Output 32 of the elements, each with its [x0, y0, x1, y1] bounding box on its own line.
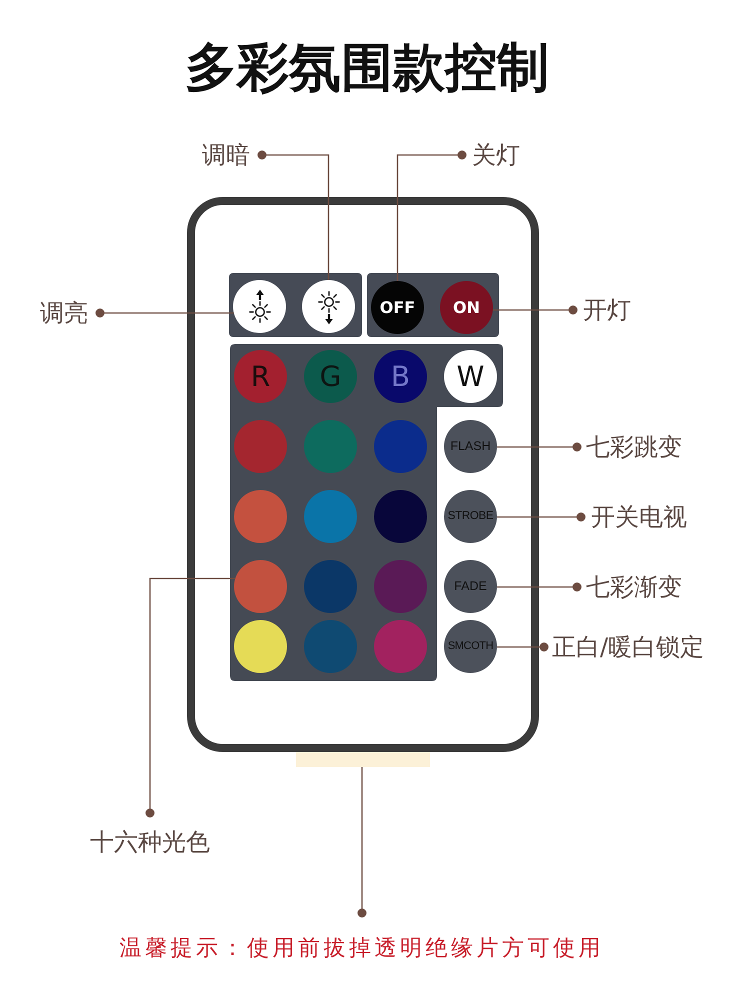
remote-body: [187, 197, 539, 752]
button-panel: [230, 344, 503, 681]
button-panel: [367, 273, 499, 337]
leader-line: [492, 306, 578, 314]
note-text: 温馨提示：使用前拔掉透明绝缘片方可使用: [120, 937, 604, 962]
mode-button: FLASH: [444, 420, 497, 473]
leader-line: [358, 767, 366, 918]
leader-line: [497, 642, 548, 652]
leader-line: [497, 442, 582, 452]
title: 多彩氛围款控制: [185, 40, 549, 98]
callout-label: 开灯: [583, 297, 631, 324]
callout-label: 七彩渐变: [586, 574, 682, 600]
power-button: ON: [440, 281, 493, 334]
callout-label: 开关电视: [591, 504, 687, 530]
callout-label: 正白/暖白锁定: [552, 634, 704, 660]
callout-label: 十六种光色: [90, 829, 210, 856]
leader-line: [396, 150, 466, 281]
power-button: OFF: [371, 281, 424, 334]
mode-button: SMCOTH: [444, 620, 497, 673]
mode-button: STROBE: [444, 490, 497, 543]
button-panel: [229, 273, 362, 337]
mode-button: FADE: [444, 560, 497, 613]
callout-label: 七彩跳变: [586, 434, 682, 460]
leader-line: [258, 150, 330, 280]
callout-label: 关灯: [472, 142, 520, 168]
callout-label: 调暗: [202, 142, 250, 168]
leader-line: [96, 308, 234, 318]
callout-label: 调亮: [40, 300, 88, 326]
pull-tab: [296, 752, 430, 767]
leader-line: [497, 512, 586, 522]
leader-line: [146, 578, 236, 818]
leader-line: [497, 582, 582, 592]
